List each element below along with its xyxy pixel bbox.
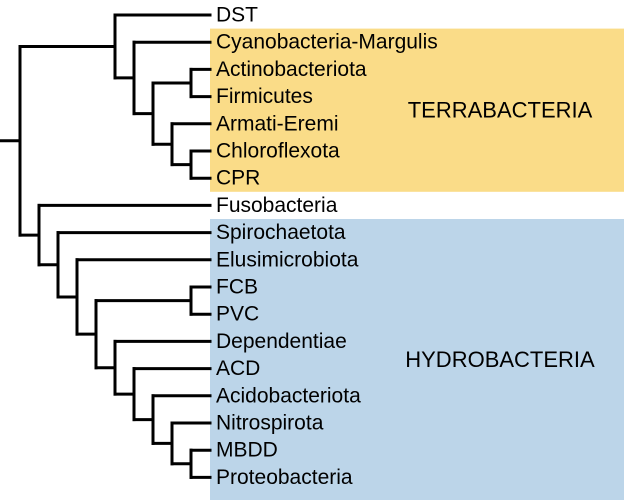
clade-box-hydrobacteria: [210, 219, 624, 500]
taxon-label-acd: ACD: [216, 357, 260, 380]
taxon-label-acidobacteriota: Acidobacteriota: [216, 384, 361, 407]
taxon-label-armati-eremi: Armati-Eremi: [216, 112, 339, 135]
taxon-label-pvc: PVC: [216, 303, 259, 326]
taxon-label-cpr: CPR: [216, 167, 260, 190]
taxon-label-firmicutes: Firmicutes: [216, 85, 313, 108]
taxon-label-fusobacteria: Fusobacteria: [216, 194, 338, 217]
taxon-label-actinobacteriota: Actinobacteriota: [216, 58, 367, 81]
clade-highlights: [210, 28, 624, 500]
taxon-label-elusimicrobiota: Elusimicrobiota: [216, 248, 359, 271]
taxon-label-cyanobacteria-margulis: Cyanobacteria-Margulis: [216, 31, 438, 54]
taxon-label-spirochaetota: Spirochaetota: [216, 221, 346, 244]
taxon-label-dependentiae: Dependentiae: [216, 330, 347, 353]
tree-branches: [0, 13, 212, 479]
clade-box-terrabacteria: [210, 28, 624, 192]
taxon-label-fcb: FCB: [216, 276, 258, 299]
clade-label-hydrobacteria: HYDROBACTERIA: [405, 347, 595, 372]
taxon-labels: DST Cyanobacteria-MargulisActinobacteriot…: [216, 4, 438, 489]
taxon-label-dst: DST: [216, 4, 258, 27]
taxon-label-proteobacteria: Proteobacteria: [216, 466, 353, 489]
clade-labels: TERRABACTERIA HYDROBACTERIA: [405, 98, 595, 372]
taxon-label-nitrospirota: Nitrospirota: [216, 412, 324, 435]
clade-label-terrabacteria: TERRABACTERIA: [408, 98, 593, 123]
taxon-label-chloroflexota: Chloroflexota: [216, 140, 340, 163]
taxon-label-mbdd: MBDD: [216, 439, 278, 462]
